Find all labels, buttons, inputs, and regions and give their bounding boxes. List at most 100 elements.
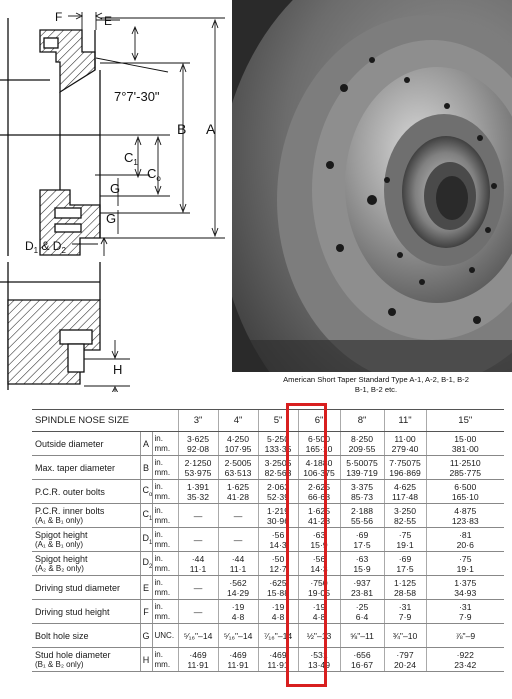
table-row: Spigot height(A₁ & B₁ only)D1in.mm.——·56…	[32, 527, 505, 552]
header-size-3: 6"	[297, 409, 341, 432]
row-symbol-text: B	[142, 462, 149, 473]
cell-value-in: —	[193, 582, 203, 593]
row-unit-2: mm.	[154, 539, 171, 549]
cell-value-in: ·25	[355, 601, 369, 612]
cell-value-mm: 20·24	[394, 659, 416, 670]
cell-value-mm: 23·42	[454, 659, 477, 670]
row-unit-2: mm.	[154, 659, 171, 669]
cell-value-mm: 13·49	[308, 659, 330, 670]
cell-value-mm: 41·28	[227, 491, 249, 502]
row-label-text: Spigot height	[35, 529, 88, 540]
cell-value-in: ·19	[271, 601, 285, 612]
row-label-text: Driving stud diameter	[35, 582, 121, 593]
cell-value-in: 4·625	[394, 481, 416, 492]
row-unit: in.mm.	[152, 455, 179, 480]
row-symbol: G	[139, 623, 153, 648]
row-symbol-sub: o	[149, 492, 151, 498]
cell-value-mm: 16·67	[351, 659, 373, 670]
cell-size-6: ⅞"–9	[425, 623, 505, 648]
cell-value-mm: 20·6	[456, 539, 474, 550]
cell-value-in: 8·250	[351, 433, 373, 444]
row-symbol-sub: 1	[149, 516, 151, 522]
cell-value-in: ·19	[231, 601, 245, 612]
cell-size-1: ⁵⁄₁₆"–14	[217, 623, 259, 648]
cell-value-mm: 28·58	[394, 587, 416, 598]
cell-value-mm: 41·28	[308, 515, 330, 526]
cell-value-in: ·937	[353, 577, 371, 588]
cell-value-in: ·75	[459, 553, 472, 564]
cell-value-mm: 14·29	[227, 587, 249, 598]
cell-value-mm: 139·719	[346, 467, 378, 478]
cell-value-in: ·75	[398, 529, 412, 540]
cell-value-mm: 7·9	[459, 611, 472, 622]
row-symbol-text: C	[142, 509, 150, 520]
cell-value-in: 1·625	[308, 505, 330, 516]
cell-value-mm: 209·55	[348, 443, 376, 454]
row-unit-1: in.	[154, 553, 163, 563]
cell-value-in: ·531	[310, 649, 328, 660]
cell-value-in: 5·50075	[346, 457, 378, 468]
row-symbol-text: D	[142, 533, 150, 544]
label-c1: C1	[124, 150, 138, 167]
cell-value-in: 5·250	[267, 433, 289, 444]
row-unit-1: in.	[154, 433, 163, 443]
row-unit: in.mm.	[152, 575, 179, 600]
cell-value-mm: 165·10	[305, 443, 333, 454]
row-unit-2: mm.	[154, 587, 171, 597]
cell-value-in: 11·2510	[449, 457, 481, 468]
header-size-5: 11"	[383, 409, 427, 432]
cell-value-in: 2·625	[308, 481, 330, 492]
row-symbol-text: C	[142, 485, 150, 496]
cell-value-in: ⅞"–9	[455, 630, 476, 641]
row-label: P.C.R. outer bolts	[32, 479, 140, 504]
photo-caption: American Short Taper Standard Type A-1, …	[240, 375, 512, 394]
cell-value-mm: 23·81	[351, 587, 373, 598]
row-symbol-text: F	[143, 606, 149, 617]
row-symbol: A	[139, 431, 153, 456]
row-symbol: Co	[139, 479, 153, 504]
row-symbol: E	[139, 575, 153, 600]
cell-size-0: —	[177, 503, 219, 528]
cell-value-mm: 92·08	[187, 443, 209, 454]
cell-value-in: 1·625	[227, 481, 249, 492]
cell-value-in: ·797	[396, 649, 414, 660]
cell-value-mm: 11·1	[229, 563, 247, 574]
cell-value-in: 15·00	[454, 433, 477, 444]
row-unit-2: mm.	[154, 563, 171, 573]
row-symbol-text: E	[142, 582, 149, 593]
row-unit-1: in.	[154, 649, 163, 659]
cell-value-in: ·562	[229, 577, 247, 588]
cell-value-mm: 82·55	[394, 515, 416, 526]
header-size-0: 3"	[177, 409, 219, 432]
cell-value-in: 7·75075	[389, 457, 421, 468]
cell-value-in: ·63	[355, 553, 369, 564]
row-label-sub: (A₁ & B₁ only)	[35, 539, 84, 549]
label-e: E	[104, 14, 112, 28]
cell-value-in: —	[193, 606, 203, 617]
label-a: A	[206, 121, 216, 137]
row-label: Outside diameter	[32, 431, 140, 456]
cell-value-in: 6·500	[454, 481, 477, 492]
table-row: Spigot height(A₂ & B₂ only)D2in.mm.·4411…	[32, 551, 505, 576]
cell-value-mm: 381·00	[451, 443, 479, 454]
